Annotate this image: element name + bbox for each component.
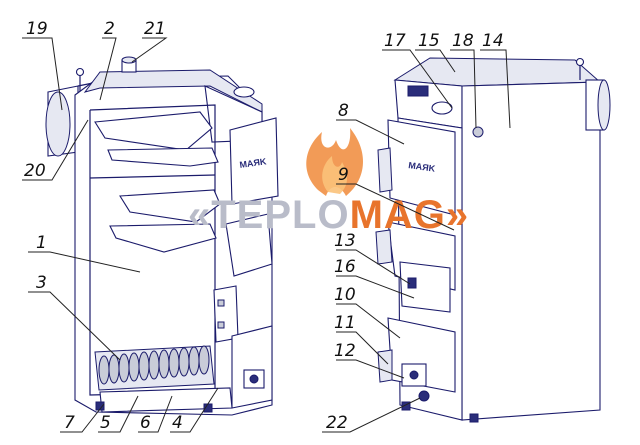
grate-bar: [178, 347, 190, 377]
grate-bar: [118, 353, 130, 383]
callout-3: 3: [36, 273, 47, 293]
leader-17: [382, 49, 453, 109]
callout-14: 14: [482, 31, 504, 51]
callout-19: 19: [26, 19, 48, 39]
leader-2: [99, 37, 117, 101]
upper-door-left: [229, 117, 279, 205]
right-flue-end: [597, 79, 611, 131]
leader-6: [138, 395, 173, 433]
callout-10: 10: [334, 285, 356, 305]
leader-lines: [22, 37, 511, 433]
loading-door-left: [213, 285, 239, 343]
top-cover: [83, 69, 263, 113]
baffle-2: [107, 147, 219, 167]
leader-9: [336, 183, 455, 231]
callout-21: 21: [144, 19, 166, 39]
callout-6: 6: [140, 413, 151, 433]
grate-bar: [158, 349, 170, 379]
ash-door-left: [231, 325, 273, 409]
grate-bar: [98, 355, 110, 385]
watermark-logo: «TEPLOMAG»: [188, 128, 469, 237]
right-air-regulator-knob: [409, 370, 419, 380]
middle-door-left: [225, 213, 273, 277]
callout-7: 7: [64, 413, 75, 433]
callout-4: 4: [172, 413, 183, 433]
right-upper-door-brand: MAЯK: [408, 160, 437, 174]
flue-pipe-end: [45, 91, 71, 157]
right-leg-front: [401, 401, 411, 411]
callout-17: 17: [384, 31, 406, 51]
sensor-knob: [75, 67, 85, 77]
leader-14: [480, 49, 511, 129]
leader-16: [336, 275, 415, 299]
grate-bar: [198, 345, 210, 375]
leader-1: [28, 251, 141, 273]
callout-1: 1: [36, 233, 47, 253]
leader-5: [98, 395, 139, 433]
leader-4: [170, 387, 219, 433]
hinge-b: [217, 321, 225, 329]
leader-3: [28, 291, 121, 361]
grate-bar: [188, 346, 200, 376]
leader-20: [22, 119, 89, 181]
grate-bar: [168, 348, 180, 378]
left-boiler-cutaway: MAЯK: [45, 56, 279, 416]
right-loading-door: [399, 261, 451, 313]
callout-5: 5: [100, 413, 111, 433]
leader-11: [336, 331, 389, 365]
control-dial: [233, 86, 255, 98]
top-outlet-cap: [121, 56, 137, 64]
callout-12: 12: [334, 341, 356, 361]
right-middle-door-handle: [375, 229, 393, 265]
callout-labels: 19 2 21 20 1 3 7 5 6 4 17 15 18 14 8 9 1…: [24, 19, 504, 433]
baffle-1: [94, 111, 213, 151]
callout-11: 11: [334, 313, 356, 333]
right-ash-door-handle: [377, 349, 393, 383]
callout-22: 22: [326, 413, 348, 433]
grate-bar: [108, 354, 120, 384]
callout-8: 8: [338, 101, 349, 121]
leader-12: [336, 359, 405, 379]
callout-2: 2: [104, 19, 115, 39]
callout-18: 18: [452, 31, 474, 51]
leader-19: [22, 37, 63, 111]
leader-22: [322, 397, 421, 433]
callout-20: 20: [24, 161, 46, 181]
grate-bar: [138, 351, 150, 381]
callout-15: 15: [418, 31, 440, 51]
callout-16: 16: [334, 257, 356, 277]
grate-bar: [148, 350, 160, 380]
right-display: [407, 85, 429, 97]
grate-bar: [128, 352, 140, 382]
right-leg-side: [469, 413, 479, 423]
leader-7: [60, 403, 105, 433]
callout-13: 13: [334, 231, 356, 251]
leader-15: [415, 49, 456, 73]
firebox-divider: [89, 174, 216, 179]
watermark-prefix: «TEPLOMAG»: [188, 193, 469, 237]
right-sensor-knob: [575, 57, 585, 67]
leader-18: [450, 49, 477, 129]
leader-8: [336, 119, 405, 145]
flame-icon: [306, 128, 364, 196]
right-boiler-assembled: MAЯK: [375, 57, 611, 423]
grate-bars: [94, 345, 215, 391]
right-drain-valve: [418, 390, 430, 402]
leader-21: [131, 37, 168, 63]
right-port: [472, 126, 484, 138]
leader-10: [336, 303, 401, 339]
baffle-4: [109, 223, 217, 253]
leg-front-left: [95, 401, 105, 411]
right-upper-door-handle: [377, 147, 393, 193]
air-regulator-knob-left: [249, 374, 259, 384]
callout-9: 9: [338, 165, 349, 185]
upper-door-brand: MAЯK: [239, 156, 268, 170]
leader-13: [336, 249, 411, 285]
hinge-a: [217, 299, 225, 307]
baffle-3: [119, 189, 221, 223]
